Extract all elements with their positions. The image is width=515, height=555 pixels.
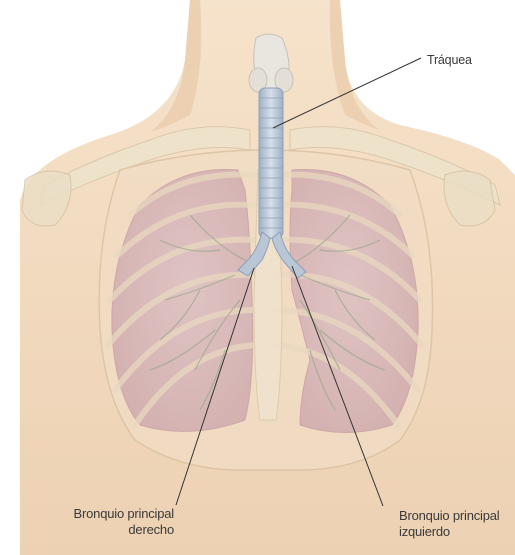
trachea-label: Tráquea <box>427 52 472 68</box>
left-main-bronchus-label: Bronquio principal izquierdo <box>399 508 515 540</box>
right-bronchus-label-line2: derecho <box>56 522 174 538</box>
trachea-label-text: Tráquea <box>427 52 472 68</box>
left-bronchus-label-line1: Bronquio principal <box>399 508 515 524</box>
right-main-bronchus-label: Bronquio principal derecho <box>56 506 174 538</box>
trachea <box>259 88 283 238</box>
left-bronchus-label-line2: izquierdo <box>399 524 515 540</box>
right-bronchus-label-line1: Bronquio principal <box>56 506 174 522</box>
